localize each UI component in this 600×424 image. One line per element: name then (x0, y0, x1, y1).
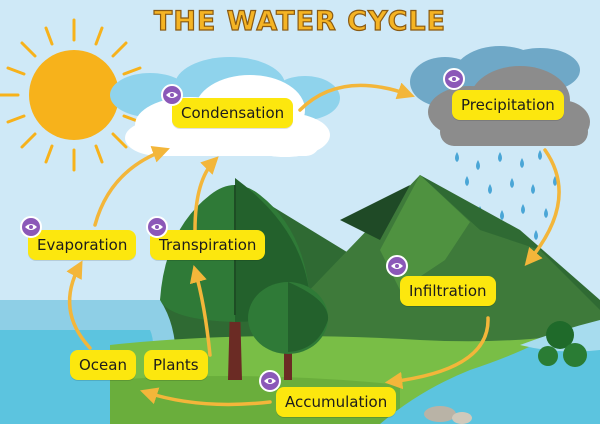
label-ocean: Ocean (70, 350, 136, 380)
label-evaporation: Evaporation (28, 230, 137, 260)
label-precipitation: Precipitation (452, 90, 564, 120)
eye-icon[interactable] (386, 255, 408, 277)
sun-icon (0, 18, 150, 172)
eye-icon[interactable] (20, 216, 42, 238)
label-accumulation: Accumulation (276, 387, 397, 417)
small-tree (248, 282, 329, 380)
cycle-arrows (66, 82, 561, 407)
label-plants: Plants (144, 350, 208, 380)
label-condensation: Condensation (172, 98, 294, 128)
eye-icon[interactable] (443, 68, 465, 90)
eye-icon[interactable] (161, 84, 183, 106)
label-transpiration: Transpiration (150, 230, 266, 260)
eye-icon[interactable] (146, 216, 168, 238)
diagram-title: THE WATER CYCLE (153, 5, 447, 37)
label-infiltration: Infiltration (400, 276, 496, 306)
eye-icon[interactable] (259, 370, 281, 392)
